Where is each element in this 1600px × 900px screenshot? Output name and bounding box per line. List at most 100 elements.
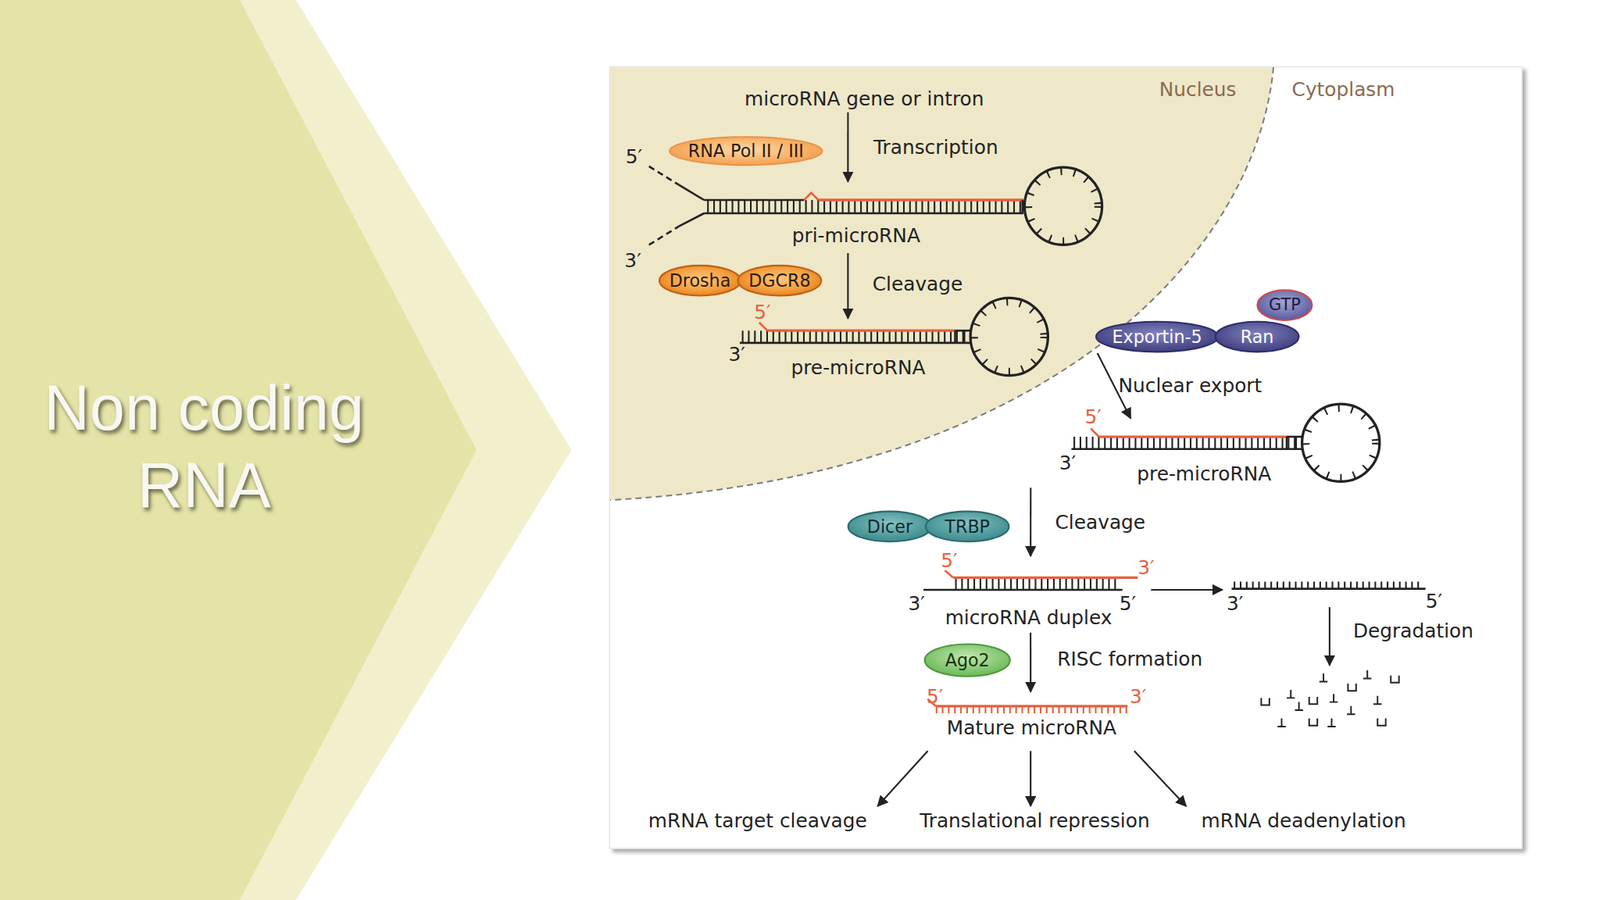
- fragment: [1346, 706, 1355, 715]
- node-text: 3′: [1137, 556, 1154, 579]
- rna-molecule: 5′3′pri-microRNA: [702, 181, 1111, 253]
- fragment: [1329, 693, 1338, 702]
- ellipse-shape: [1096, 321, 1218, 353]
- fragment: [1309, 696, 1318, 704]
- rna-molecule: 5′3′Mature microRNA: [918, 692, 1154, 752]
- node-text: 5′: [625, 144, 643, 168]
- ellipse-shape: [1215, 321, 1300, 353]
- node-text: GTP: [1268, 296, 1301, 315]
- passenger-strand-drawing: [1231, 585, 1425, 590]
- nucleus-fill: [610, 67, 1274, 500]
- flow-arrow: [1150, 589, 1222, 591]
- five-prime-hook: [944, 570, 953, 578]
- mature-mirna-drawing: [927, 699, 1128, 711]
- ellipse-shape: [738, 265, 822, 297]
- node-text: RNA Pol II / III: [688, 141, 804, 161]
- flow-arrow: [1029, 487, 1032, 557]
- degradation-arrow: [1328, 607, 1331, 665]
- node-text: Ran: [1240, 327, 1275, 347]
- node-text: 5′: [1084, 405, 1101, 429]
- mirna-strand: [953, 576, 1138, 579]
- ellipse-shape: [659, 265, 741, 297]
- nuclear-envelope: [610, 67, 1274, 500]
- duplex-drawing: [923, 570, 1138, 590]
- node-text: 5′: [753, 300, 771, 323]
- slide-title: Non coding RNA: [20, 369, 388, 525]
- node-text: 3′: [1226, 592, 1243, 615]
- ellipse-shape: [925, 643, 1011, 676]
- protein-ellipse: Ran: [1214, 320, 1300, 354]
- rna-molecule: 5′3′pre-microRNA: [1020, 418, 1388, 489]
- base-ticks: [1233, 581, 1424, 589]
- step-label: Cleavage: [872, 272, 964, 296]
- enzyme-ellipse: Drosha: [657, 264, 742, 297]
- light-chevron: [0, 0, 572, 900]
- annotation-label: Degradation: [1353, 619, 1474, 643]
- node-text: Translational repression: [919, 809, 1150, 831]
- node-text: 5′: [926, 684, 943, 708]
- step-label: Nuclear export: [1118, 373, 1263, 397]
- fragment: [1260, 697, 1269, 705]
- node-text: Nucleus: [1159, 77, 1237, 100]
- node-text: microRNA duplex: [945, 606, 1113, 629]
- node-text: Mature microRNA: [946, 716, 1117, 740]
- fragment: [1286, 689, 1295, 698]
- nucleotide-fragments: [1260, 670, 1399, 727]
- fragment: [1319, 673, 1328, 682]
- flow-arrow: [1134, 750, 1186, 807]
- fragment: [1377, 718, 1386, 726]
- ellipse-shape: [669, 136, 822, 165]
- passenger-strand: [923, 589, 1123, 592]
- fragment: [1347, 683, 1356, 691]
- mirna-strand: [935, 704, 1129, 708]
- enzyme-ellipse: Dicer: [846, 510, 933, 543]
- fragment: [1373, 696, 1382, 704]
- step-label: Cleavage: [1055, 510, 1147, 533]
- node-text: 3′: [728, 342, 746, 366]
- outcome-text: mRNA target cleavage: [632, 806, 883, 836]
- node-text: microRNA gene or intron: [744, 87, 984, 109]
- step-label: RISC formation: [1057, 646, 1203, 670]
- fragment: [1363, 670, 1372, 679]
- gtp-ellipse: GTP: [1256, 289, 1314, 322]
- node-text: 3′: [624, 249, 641, 272]
- ellipse-shape: [925, 511, 1010, 543]
- fragment: [1309, 718, 1318, 726]
- annotation-label: Cytoplasm: [1292, 77, 1396, 100]
- dark-chevron: [0, 0, 477, 900]
- node-text: 3′: [1059, 450, 1076, 474]
- gene-label: microRNA gene or intron: [714, 83, 1015, 113]
- node-text: mRNA deadenylation: [1200, 809, 1406, 831]
- node-text: pre-microRNA: [1136, 462, 1272, 486]
- node-text: Ago2: [945, 650, 990, 670]
- fragment: [1277, 718, 1286, 727]
- node-text: 3′: [1129, 684, 1147, 708]
- node-text: 5′: [1425, 589, 1443, 613]
- base-ticks: [935, 706, 1129, 714]
- flow-arrow: [1029, 750, 1032, 807]
- node-text: 5′: [940, 549, 958, 572]
- node-text: Dicer: [867, 517, 913, 536]
- node-text: Exportin-5: [1112, 327, 1203, 347]
- step-label: Transcription: [873, 135, 999, 159]
- node-text: 5′: [1119, 592, 1136, 615]
- node-text: pri-microRNA: [792, 223, 921, 247]
- node-text: TRBP: [944, 517, 990, 536]
- enzyme-ellipse: RNA Pol II / III: [668, 135, 825, 167]
- node-text: pre-microRNA: [790, 356, 925, 379]
- fragment: [1294, 702, 1303, 711]
- node-text: 3′: [907, 592, 925, 615]
- node-text: DGCR8: [748, 271, 811, 290]
- flow-arrow: [1029, 632, 1032, 693]
- fragment: [1327, 718, 1336, 727]
- node-text: mRNA target cleavage: [648, 809, 868, 831]
- enzyme-ellipse: DGCR8: [736, 264, 823, 297]
- rna-molecule: 5′3′pre-microRNA: [726, 318, 1064, 383]
- rna-strand: 3′ 5′: [1222, 571, 1443, 612]
- rna-molecule: 5′3′3′5′microRNA duplex: [906, 556, 1151, 633]
- enzyme-ellipse: Ago2: [923, 642, 1011, 678]
- ellipse-shape: [1257, 289, 1312, 321]
- node-text: Drosha: [669, 271, 732, 290]
- fragment: [1390, 675, 1399, 683]
